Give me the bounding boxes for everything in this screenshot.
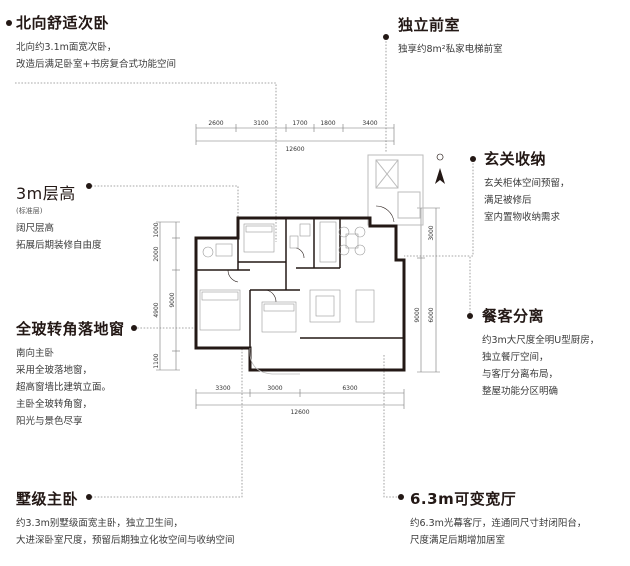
callout-title: 墅级主卧 [16,490,79,508]
callout-dot-living [398,494,404,500]
callout-title: 玄关收纳 [484,150,547,168]
callout-line: 约6.3m光幕客厅，连通同尺寸封闭阳台， [410,518,587,529]
leader-dining [404,255,471,316]
furniture [199,221,375,333]
callout-dining: 餐客分离 约3m大尺度全明U型厨房， 独立餐厅空间， 与客厅分离布局， 整屋功能… [482,305,599,400]
callout-line: 超高窗墙比建筑立面。 [16,382,112,393]
callout-dot-north-bedroom [6,20,12,26]
callout-dot-master [86,494,92,500]
callout-line: 采用全玻落地窗， [16,365,93,376]
callout-line: 拓展后期装修自由度 [16,240,102,251]
glass-corner-window [249,347,300,375]
callout-line: 独享约8m²私家电梯前室 [398,44,503,55]
callout-line: 阔尺层高 [16,223,55,234]
callout-title: 独立前室 [398,16,461,34]
dim-bottom-2: 3000 [267,385,282,392]
callout-line: 大进深卧室尺度，预留后期独立化妆空间与收纳空间 [16,535,235,546]
callout-line: 约3.3m别墅级面宽主卧，独立卫生间， [16,518,183,529]
callout-entrance-storage: 玄关收纳 玄关柜体空间预留， 满足被修后 室内置物收纳需求 [484,148,570,226]
callout-line: 南向主卧 [16,348,55,359]
inner-walls [196,218,404,348]
callout-note: (标准层) [16,207,43,215]
callout-line: 约3m大尺度全明U型厨房， [482,335,600,346]
callout-private-lobby: 独立前室 独享约8m²私家电梯前室 [398,14,503,58]
dim-right-total: 9000 [414,307,421,322]
callout-window: 全玻转角落地窗 南向主卧 采用全玻落地窗， 超高窗墙比建筑立面。 主卧全玻转角窗… [16,318,125,430]
dim-top-5: 3400 [362,120,377,127]
leader-north-bedroom [15,82,277,242]
callout-line: 改造后满足卧室+书房复合式功能空间 [16,59,176,70]
callout-line: 满足被修后 [484,195,532,206]
dim-left-total: 9000 [169,292,176,307]
leader-master [88,348,243,498]
callout-line: 尺度满足后期增加居室 [410,535,506,546]
dimension-labels: 2600 3100 1700 1800 3400 12600 3300 3000… [153,120,435,416]
callout-title: 全玻转角落地窗 [16,320,125,338]
callout-title: 6.3m可变宽厅 [410,490,517,508]
dim-left-2: 2000 [153,246,160,261]
callout-line: 独立餐厅空间， [482,352,549,363]
dimension-lines [156,124,440,409]
callout-line: 阳光与景色尽享 [16,416,83,427]
callout-master: 墅级主卧 约3.3m别墅级面宽主卧，独立卫生间， 大进深卧室尺度，预留后期独立化… [16,488,235,549]
dim-bottom-total: 12600 [290,409,309,416]
callout-living: 6.3m可变宽厅 约6.3m光幕客厅，连通同尺寸封闭阳台， 尺度满足后期增加居室 [410,488,586,549]
callout-ceiling: 3m层高 (标准层) 阔尺层高 拓展后期装修自由度 [16,180,102,254]
callout-line: 主卧全玻转角窗， [16,399,93,410]
dim-left-1: 1000 [153,222,160,237]
lobby-area [367,154,424,226]
dim-bottom-3: 6300 [342,385,357,392]
leader-living [383,355,400,498]
dim-top-2: 3100 [253,120,268,127]
callout-line: 整屋功能分区明确 [482,386,559,397]
north-arrow-icon [435,153,445,184]
dim-left-4: 1100 [153,353,160,368]
callout-dot-window [131,325,137,331]
leader-lines [15,38,474,498]
callout-line: 室内置物收纳需求 [484,212,561,223]
dim-top-4: 1800 [320,120,335,127]
callout-line: 与客厅分离布局， [482,369,559,380]
callout-dot-dining [467,313,473,319]
callout-title: 3m层高 [16,184,76,203]
dim-right-2: 6000 [428,307,435,322]
dim-right-1: 3000 [428,225,435,240]
callout-dot-entrance-storage [470,156,476,162]
callout-title: 北向舒适次卧 [16,14,110,32]
callout-dot-ceiling [86,183,92,189]
dim-top-1: 2600 [208,120,223,127]
callout-line: 玄关柜体空间预留， [484,178,570,189]
dim-bottom-1: 3300 [215,385,230,392]
callout-dot-private-lobby [383,34,389,40]
leader-ceiling [88,185,239,218]
dim-left-3: 4900 [153,302,160,317]
callout-line: 北向约3.1m面宽次卧， [16,42,117,53]
walls [194,216,406,372]
leader-entrance-storage [470,160,474,257]
callout-north-bedroom: 北向舒适次卧 北向约3.1m面宽次卧， 改造后满足卧室+书房复合式功能空间 [16,12,176,73]
dim-top-3: 1700 [292,120,307,127]
dim-top-total: 12600 [285,146,304,153]
callout-title: 餐客分离 [482,307,545,325]
